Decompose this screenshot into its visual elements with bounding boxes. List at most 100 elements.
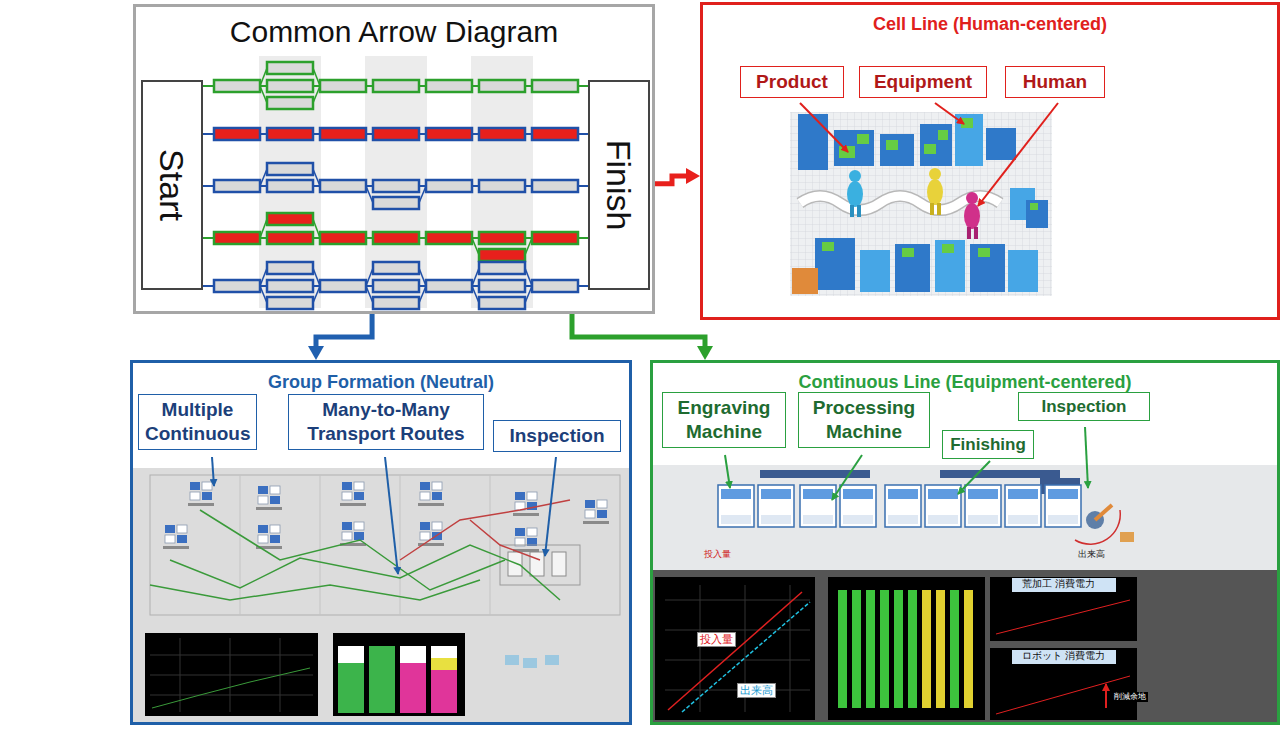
stage-band <box>471 56 533 308</box>
activity-box <box>267 262 313 274</box>
continuous-line-illustration <box>665 660 810 661</box>
activity-box <box>479 297 525 309</box>
continuous-line-illustration <box>800 485 836 527</box>
activity-box <box>214 232 260 244</box>
continuous-line-illustration <box>1120 532 1134 542</box>
cell-line-illustration <box>964 203 980 229</box>
flow-arrow <box>572 314 713 360</box>
activity-box <box>426 232 472 244</box>
continuous-line-illustration <box>665 600 810 601</box>
stage-band <box>365 56 427 308</box>
group-formation-illustration <box>505 655 519 665</box>
continuous-line-illustration <box>922 590 931 708</box>
cell-line-illustration <box>1030 203 1038 210</box>
cell-line-illustration <box>978 248 990 257</box>
cell-line-illustration <box>880 134 914 166</box>
activity-box <box>267 80 313 92</box>
group-formation-illustration <box>490 475 491 615</box>
continuous-line-illustration <box>828 577 985 720</box>
chart-label: 荒加工 消費電力 <box>1020 578 1097 590</box>
group-formation-illustration <box>400 646 426 663</box>
group-formation-illustration <box>145 633 318 716</box>
activity-box <box>320 280 366 292</box>
continuous-line-illustration <box>964 590 973 708</box>
activity-box <box>532 280 578 292</box>
chart-label: 投入量 <box>697 632 736 647</box>
group-formation-illustration <box>340 482 366 506</box>
activity-box <box>373 128 419 140</box>
cell-line-illustration <box>895 244 930 292</box>
activity-box <box>426 180 472 192</box>
cell-line-illustration <box>955 114 983 166</box>
continuous-line-illustration <box>950 590 959 708</box>
continuous-line-illustration <box>790 585 791 712</box>
callout-label: Equipment <box>874 71 972 92</box>
cell-line-illustration <box>1008 250 1038 292</box>
cell-line-illustration <box>847 181 863 207</box>
group-formation-illustration <box>338 663 364 713</box>
continuous-line-illustration <box>936 590 945 708</box>
activity-box <box>373 232 419 244</box>
group-formation-illustration <box>583 500 609 524</box>
activity-box <box>320 80 366 92</box>
activity-box <box>214 128 260 140</box>
activity-box <box>373 280 419 292</box>
group-formation-illustration <box>163 525 189 549</box>
finish-box: Finish <box>588 80 650 290</box>
activity-box <box>479 262 525 274</box>
continuous-line-illustration <box>838 590 847 708</box>
group-formation-illustration <box>530 552 544 576</box>
activity-box <box>267 163 313 175</box>
continuous-line-illustration <box>925 485 961 527</box>
flow-line <box>655 176 690 184</box>
chart-label: 投入量 <box>702 549 733 560</box>
callout-box: Many-to-Many Transport Routes <box>288 394 484 450</box>
continuous-line-illustration <box>940 470 1060 478</box>
callout-label: Human <box>1023 71 1087 92</box>
activity-box <box>426 280 472 292</box>
activity-box <box>267 297 313 309</box>
cell-line-illustration <box>978 103 1058 206</box>
group-formation-illustration <box>369 646 395 713</box>
cell-line-illustration <box>924 144 936 154</box>
callout-label: Processing Machine <box>813 397 915 442</box>
cell-line-illustration <box>834 130 874 166</box>
continuous-line-illustration <box>990 577 1137 641</box>
cell-line-illustration <box>986 128 1016 160</box>
callout-box: Inspection <box>1018 392 1150 421</box>
activity-box <box>532 80 578 92</box>
terminal-label: Finish <box>602 140 636 231</box>
group-formation-illustration <box>133 457 630 722</box>
callout-box: Engraving Machine <box>662 392 786 448</box>
callout-box: Human <box>1005 66 1105 98</box>
group-formation-illustration <box>400 500 570 560</box>
activity-box <box>373 262 419 274</box>
arrowhead <box>686 168 700 184</box>
continuous-line-illustration <box>652 570 1277 723</box>
group-formation-illustration <box>545 655 559 665</box>
group-formation-illustration <box>418 482 444 506</box>
continuous-line-illustration <box>760 470 870 478</box>
continuous-line-illustration <box>996 676 1130 714</box>
activity-box <box>320 180 366 192</box>
activity-box <box>426 80 472 92</box>
group-formation-illustration <box>150 475 620 615</box>
activity-box <box>267 128 313 140</box>
activity-box <box>267 97 313 109</box>
continuous-line-illustration <box>1045 485 1081 527</box>
cell-line-illustration <box>860 250 890 292</box>
group-formation-illustration <box>133 468 630 722</box>
activity-box <box>267 62 313 74</box>
cell-line-illustration <box>970 244 1005 292</box>
activity-box <box>532 128 578 140</box>
cell-line-illustration <box>1026 200 1048 228</box>
callout-label: Product <box>756 71 828 92</box>
flow-arrow <box>308 314 372 360</box>
group-formation-illustration <box>170 545 560 600</box>
callout-box: Finishing <box>942 430 1034 459</box>
cell-line-panel: Cell Line (Human-centered)ProductEquipme… <box>700 2 1280 320</box>
continuous-line-illustration <box>1012 578 1116 592</box>
activity-box <box>214 280 260 292</box>
callout-box: Product <box>740 66 844 98</box>
